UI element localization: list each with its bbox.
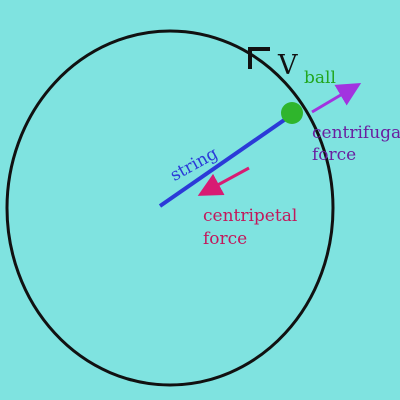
centripetal-label-line1: centripetal [203,206,298,226]
centripetal-label-line2: force [203,229,248,249]
string-line [158,114,292,208]
centripetal-force-arrow [197,166,250,196]
centrifugal-label-line2: force [312,145,357,165]
velocity-label: V [278,50,298,81]
centrifugal-label-line1: centrifugal [312,123,400,143]
velocity-arrowhead [248,47,270,69]
orbit-circle [5,29,335,387]
velocity-subscript-label: ball [304,68,336,88]
centrifugal-force-arrow [311,82,362,114]
ball [281,102,303,124]
